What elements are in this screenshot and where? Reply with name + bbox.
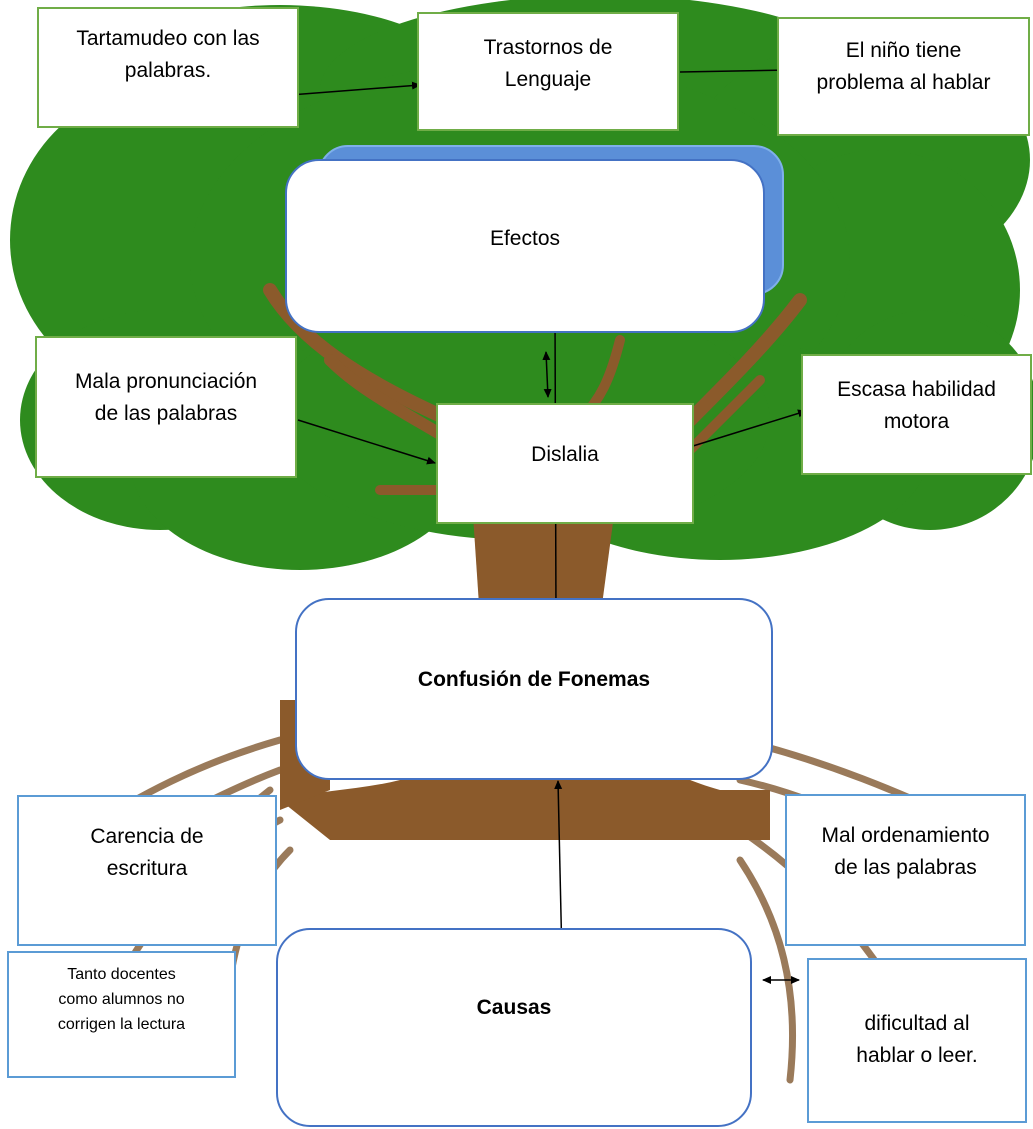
tanto-docentes-box: Tanto docentes como alumnos no corrigen … [7, 951, 236, 1078]
trastornos-text: Trastornos de Lenguaje [483, 36, 613, 91]
carencia-box: Carencia de escritura [17, 795, 277, 946]
problema-box: El niño tiene problema al hablar [777, 17, 1030, 136]
dislalia-text: Dislalia [531, 443, 599, 466]
mala-pronunciacion-text: Mala pronunciación de las palabras [74, 370, 258, 425]
tartamudeo-box: Tartamudeo con las palabras. [37, 7, 299, 128]
problema-text: El niño tiene problema al hablar [816, 39, 991, 94]
dificultad-box: dificultad al hablar o leer. [807, 958, 1027, 1123]
confusion-fonemas-box: Confusión de Fonemas [295, 598, 773, 780]
efectos-text: Efectos [489, 227, 561, 250]
arrow-trastornos-to-problema [679, 66, 791, 75]
efectos-box: Efectos [285, 159, 765, 333]
mala-pronunciacion-box: Mala pronunciación de las palabras [35, 336, 297, 478]
causas-box: Causas [276, 928, 752, 1127]
arrow-mala-to-dislalia [297, 419, 436, 465]
mal-ordenamiento-box: Mal ordenamiento de las palabras [785, 794, 1026, 946]
tartamudeo-text: Tartamudeo con las palabras. [76, 27, 260, 82]
dificultad-text: dificultad al hablar o leer. [856, 1012, 978, 1067]
carencia-text: Carencia de escritura [90, 825, 204, 880]
escasa-habilidad-text: Escasa habilidad motora [837, 378, 996, 433]
confusion-fonemas-text: Confusión de Fonemas [417, 668, 651, 691]
mal-ordenamiento-text: Mal ordenamiento de las palabras [821, 824, 990, 879]
tanto-docentes-text: Tanto docentes como alumnos no corrigen … [57, 966, 186, 1033]
arrow-tartamudeo-to-trastornos [289, 81, 421, 96]
causas-text: Causas [476, 996, 552, 1019]
dislalia-box: Dislalia [436, 403, 694, 524]
escasa-habilidad-box: Escasa habilidad motora [801, 354, 1032, 475]
arrow-efectos-dislalia [542, 351, 552, 398]
arrow-dislalia-to-escasa [692, 409, 807, 447]
trastornos-box: Trastornos de Lenguaje [417, 12, 679, 131]
